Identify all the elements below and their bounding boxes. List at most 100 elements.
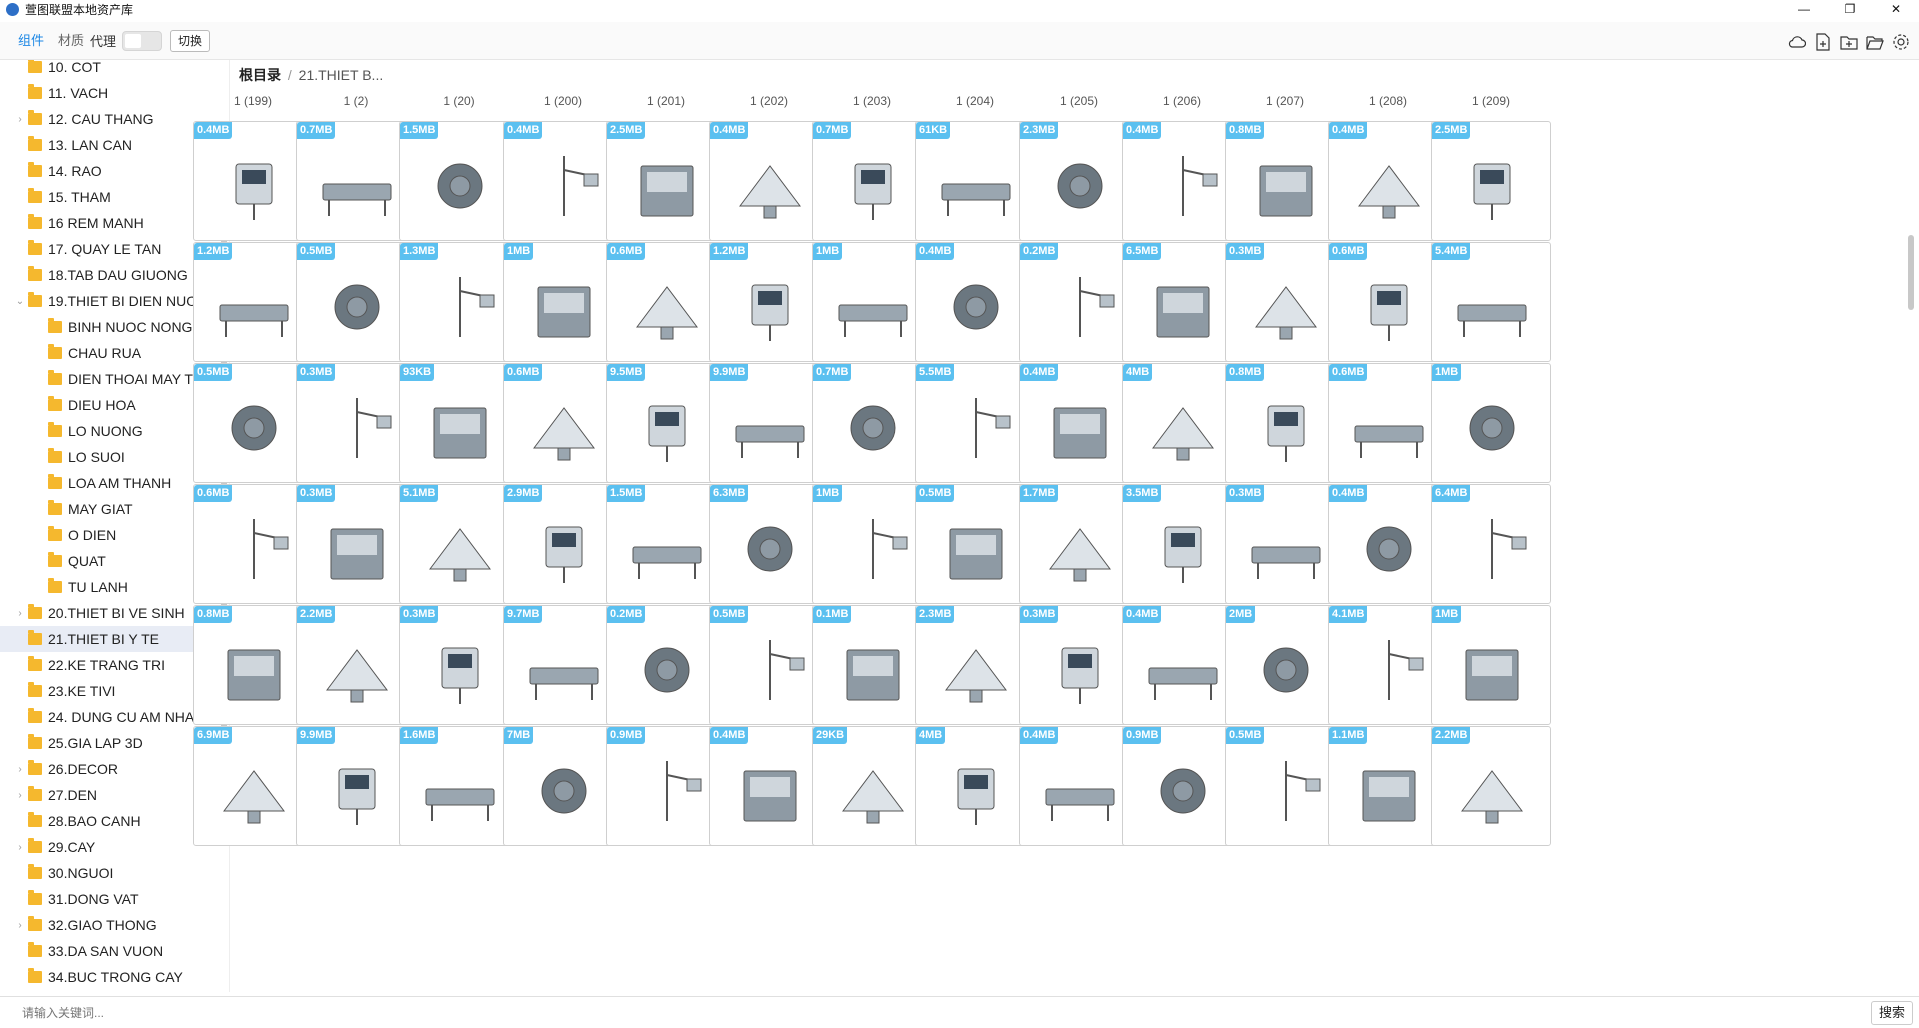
asset-thumbnail[interactable]: 0.4MB <box>709 726 829 846</box>
proxy-toggle[interactable] <box>122 30 163 51</box>
asset-thumbnail[interactable]: 0.4MB <box>709 121 829 241</box>
asset-thumbnail[interactable]: 0.6MB <box>1328 242 1448 362</box>
sidebar-item[interactable]: ›12. CAU THANG <box>0 106 222 132</box>
asset-thumbnail[interactable]: 2.5MB <box>1431 121 1551 241</box>
asset-tile[interactable]: 4MB1 (241) <box>1122 363 1242 511</box>
sidebar-item[interactable]: 30.NGUOI <box>0 860 222 886</box>
asset-thumbnail[interactable]: 1MB <box>503 242 623 362</box>
asset-thumbnail[interactable]: 0.4MB <box>1328 484 1448 604</box>
asset-tile[interactable]: 93KB1 (235) <box>399 363 519 511</box>
asset-thumbnail[interactable]: 1MB <box>1431 363 1551 483</box>
asset-tile[interactable]: 0.4MB1 (214) <box>709 121 829 269</box>
search-input[interactable] <box>8 1001 1870 1025</box>
asset-thumbnail[interactable]: 0.5MB <box>296 242 416 362</box>
asset-tile[interactable]: 1 (200) <box>503 88 623 118</box>
asset-thumbnail[interactable]: 0.6MB <box>1328 363 1448 483</box>
asset-thumbnail[interactable]: 0.1MB <box>812 605 932 725</box>
asset-thumbnail[interactable]: 2.3MB <box>915 605 1035 725</box>
asset-thumbnail[interactable]: 6.4MB <box>1431 484 1551 604</box>
asset-thumbnail[interactable]: 1MB <box>812 484 932 604</box>
asset-thumbnail[interactable]: 0.3MB <box>296 363 416 483</box>
asset-thumbnail[interactable]: 2MB <box>1225 605 1345 725</box>
expand-arrow-icon[interactable]: › <box>18 607 22 619</box>
expand-arrow-icon[interactable]: › <box>18 919 22 931</box>
asset-tile[interactable]: 0.4MB1 (212) <box>503 121 623 269</box>
asset-thumbnail[interactable]: 2.5MB <box>606 121 726 241</box>
asset-tile[interactable]: 1 (206) <box>1122 88 1242 118</box>
sidebar-item[interactable]: ›20.THIET BI VE SINH <box>0 600 222 626</box>
asset-thumbnail[interactable]: 6.3MB <box>709 484 829 604</box>
close-icon[interactable]: ✕ <box>1890 2 1902 16</box>
asset-tile[interactable]: 1 (20) <box>399 88 519 118</box>
asset-tile[interactable]: 1 (201) <box>606 88 726 118</box>
sidebar-item[interactable]: LO SUOI <box>0 444 222 470</box>
asset-thumbnail[interactable]: 93KB <box>399 363 519 483</box>
asset-thumbnail[interactable]: 0.5MB <box>709 605 829 725</box>
sidebar-item[interactable]: ›26.DECOR <box>0 756 222 782</box>
sidebar-item[interactable]: 16 REM MANH <box>0 210 222 236</box>
sidebar-item[interactable]: 15. THAM <box>0 184 222 210</box>
asset-thumbnail[interactable]: 2.2MB <box>1431 726 1551 846</box>
asset-tile[interactable]: 0.8MB1 (219) <box>1225 121 1345 269</box>
sidebar-item[interactable]: 14. RAO <box>0 158 222 184</box>
asset-tile[interactable]: 2.2MB <box>1431 726 1551 874</box>
asset-thumbnail[interactable]: 0.4MB <box>503 121 623 241</box>
asset-thumbnail[interactable]: 0.7MB <box>812 121 932 241</box>
sidebar-item[interactable]: 34.BUC TRONG CAY <box>0 964 222 990</box>
asset-thumbnail[interactable]: 9.7MB <box>503 605 623 725</box>
asset-thumbnail[interactable]: 0.8MB <box>193 605 313 725</box>
asset-tile[interactable]: 1.1MB <box>1328 726 1448 874</box>
sidebar-item[interactable]: QUAT <box>0 548 222 574</box>
asset-tile[interactable]: 1 (199) <box>193 88 313 118</box>
asset-thumbnail[interactable]: 0.6MB <box>606 242 726 362</box>
asset-tile[interactable]: 1 (205) <box>1019 88 1139 118</box>
asset-thumbnail[interactable]: 0.8MB <box>1225 121 1345 241</box>
asset-thumbnail[interactable]: 0.4MB <box>1019 726 1139 846</box>
asset-tile[interactable]: 0.4MB <box>1019 726 1139 874</box>
asset-thumbnail[interactable]: 1.2MB <box>709 242 829 362</box>
asset-tile[interactable]: 0.4MB1 (228) <box>915 242 1035 390</box>
asset-thumbnail[interactable]: 4.1MB <box>1328 605 1448 725</box>
asset-thumbnail[interactable]: 1.7MB <box>1019 484 1139 604</box>
asset-tile[interactable]: 29KB <box>812 726 932 874</box>
breadcrumb-root[interactable]: 根目录 <box>239 67 281 83</box>
settings-icon[interactable] <box>1891 32 1911 52</box>
sidebar-item[interactable]: 22.KE TRANG TRI <box>0 652 222 678</box>
asset-thumbnail[interactable]: 1.3MB <box>399 242 519 362</box>
asset-tile[interactable]: 0.9MB <box>1122 726 1242 874</box>
minimize-icon[interactable]: — <box>1798 2 1810 16</box>
asset-tile[interactable]: 1 (209) <box>1431 88 1551 118</box>
asset-tile[interactable]: 5.4MB1 (232) <box>1431 242 1551 390</box>
asset-tile[interactable]: 1 (204) <box>915 88 1035 118</box>
asset-thumbnail[interactable]: 61KB <box>915 121 1035 241</box>
sidebar-item[interactable]: CHAU RUA <box>0 340 222 366</box>
sidebar-item[interactable]: TU LANH <box>0 574 222 600</box>
asset-tile[interactable]: 0.4MB1 (240) <box>1019 363 1139 511</box>
sidebar-item[interactable]: ›27.DEN <box>0 782 222 808</box>
sidebar-item[interactable]: 25.GIA LAP 3D <box>0 730 222 756</box>
sidebar-item[interactable]: 23.KE TIVI <box>0 678 222 704</box>
new-file-icon[interactable] <box>1813 32 1833 52</box>
asset-thumbnail[interactable]: 0.4MB <box>1122 121 1242 241</box>
asset-thumbnail[interactable]: 0.2MB <box>606 605 726 725</box>
sidebar-item[interactable]: MAY GIAT <box>0 496 222 522</box>
sidebar-item[interactable]: 33.DA SAN VUON <box>0 938 222 964</box>
asset-thumbnail[interactable]: 0.3MB <box>296 484 416 604</box>
asset-tile[interactable]: 6.9MB <box>193 726 313 874</box>
grid-scrollbar[interactable] <box>1908 235 1914 310</box>
sidebar-item[interactable]: BINH NUOC NONG <box>0 314 222 340</box>
asset-tile[interactable]: 1 (207) <box>1225 88 1345 118</box>
